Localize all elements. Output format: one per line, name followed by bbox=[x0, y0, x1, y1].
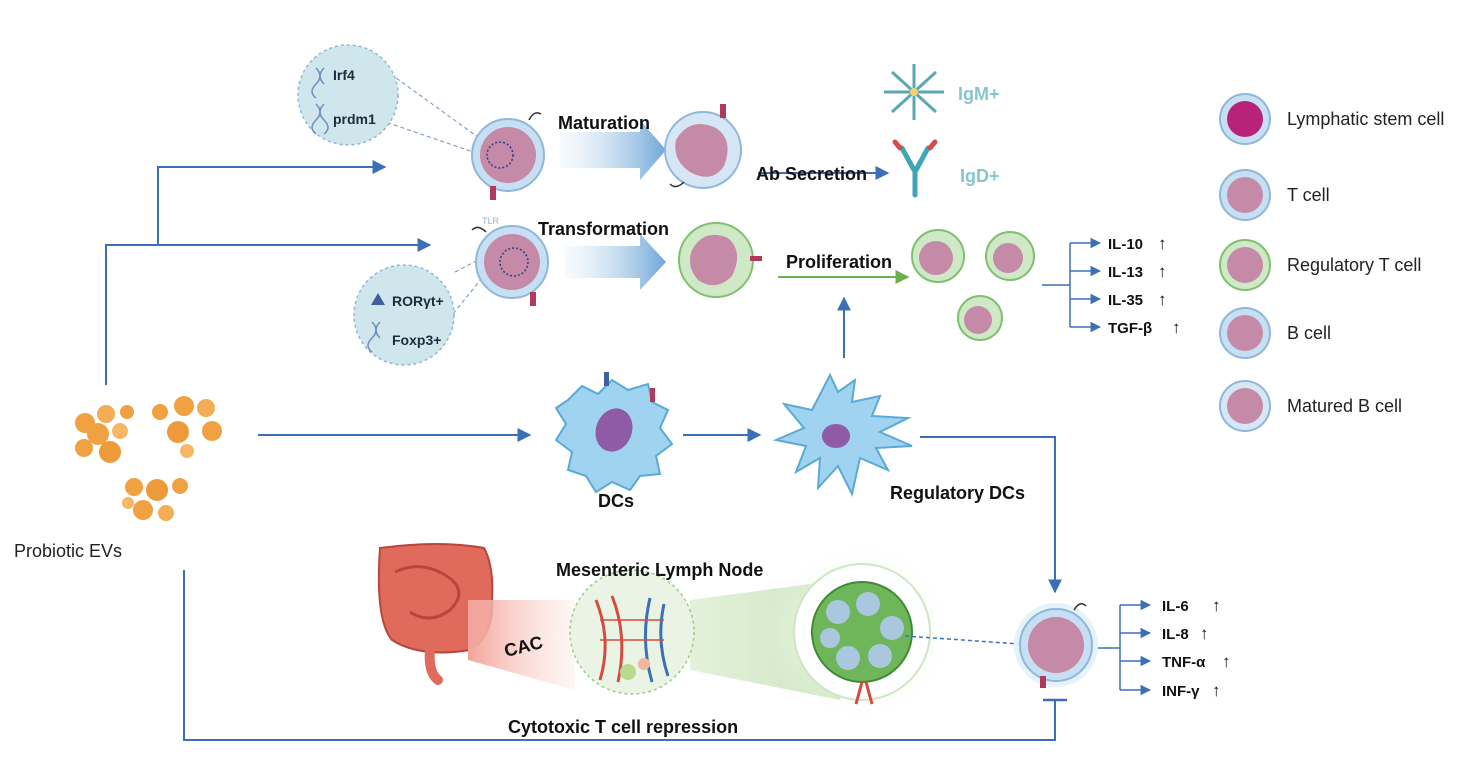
legend-label: T cell bbox=[1287, 185, 1330, 205]
gene-prdm1: prdm1 bbox=[333, 111, 376, 127]
maturation-arrow bbox=[560, 120, 666, 180]
trend-arrow: ↑ bbox=[1212, 681, 1221, 700]
regulatory-t-cell bbox=[678, 222, 762, 298]
gene-irf4: Irf4 bbox=[333, 67, 355, 83]
trend-arrow: ↑ bbox=[1158, 234, 1167, 253]
dna-icon bbox=[311, 103, 329, 135]
legend-label: Matured B cell bbox=[1287, 396, 1402, 416]
b-cell bbox=[471, 112, 545, 200]
ab-secretion-label: Ab Secretion bbox=[756, 164, 867, 184]
cytokine-list-top: IL-10 ↑ IL-13 ↑ IL-35 ↑ TGF-β ↑ bbox=[1108, 234, 1181, 337]
legend-item: T cell bbox=[1219, 169, 1330, 221]
maturation-label: Maturation bbox=[558, 113, 650, 133]
legend-item: Regulatory T cell bbox=[1219, 239, 1421, 291]
cac-band bbox=[468, 600, 575, 690]
cytokine-tnfa: TNF-α bbox=[1162, 654, 1206, 671]
arrow-regdc-to-tcell bbox=[920, 436, 1062, 594]
legend-label: Regulatory T cell bbox=[1287, 255, 1421, 275]
cytokine-infg: INF-γ bbox=[1162, 683, 1200, 700]
cytotoxic-t-cell bbox=[1014, 603, 1098, 688]
regulatory-dendritic-cell bbox=[772, 372, 913, 497]
t-cell bbox=[471, 225, 549, 306]
cytotoxic-repression-label: Cytotoxic T cell repression bbox=[508, 717, 738, 737]
transformation-label: Transformation bbox=[538, 219, 669, 239]
trend-arrow: ↑ bbox=[1200, 624, 1209, 643]
cytokine-il35: IL-35 bbox=[1108, 292, 1143, 309]
tlr-label: TLR bbox=[482, 216, 500, 226]
cytokine-bracket-bottom bbox=[1098, 599, 1152, 696]
cytokine-il6: IL-6 bbox=[1162, 598, 1189, 615]
igm-label: IgM+ bbox=[958, 84, 1000, 104]
trend-arrow: ↑ bbox=[1212, 596, 1221, 615]
trend-arrow: ↑ bbox=[1222, 652, 1231, 671]
cytokine-bracket-top bbox=[1042, 237, 1102, 333]
igm-antibody-icon bbox=[884, 64, 944, 120]
legend-label: B cell bbox=[1287, 323, 1331, 343]
dna-icon bbox=[311, 67, 325, 99]
dendritic-cell bbox=[554, 372, 674, 494]
triangle-icon bbox=[371, 293, 385, 305]
cytokine-list-bottom: IL-6 ↑ IL-8 ↑ TNF-α ↑ INF-γ ↑ bbox=[1162, 596, 1231, 700]
treg-cluster bbox=[911, 229, 1035, 341]
regulatory-dcs-label: Regulatory DCs bbox=[890, 483, 1025, 503]
cytokine-il10: IL-10 bbox=[1108, 236, 1143, 253]
trend-arrow: ↑ bbox=[1158, 290, 1167, 309]
connector-lines bbox=[105, 160, 1067, 741]
matured-b-cell bbox=[664, 104, 742, 189]
cytokine-il13: IL-13 bbox=[1108, 264, 1143, 281]
lymph-node-detail bbox=[793, 563, 931, 705]
factor-circle: RORγt+ Foxp3+ bbox=[353, 257, 483, 366]
probiotic-evs-label: Probiotic EVs bbox=[14, 541, 122, 561]
factor-foxp3: Foxp3+ bbox=[392, 332, 441, 348]
repression-line bbox=[183, 570, 1056, 741]
legend-item: B cell bbox=[1219, 307, 1331, 359]
trend-arrow: ↑ bbox=[1158, 262, 1167, 281]
probiotic-ev-cluster bbox=[75, 396, 222, 521]
dcs-label: DCs bbox=[598, 491, 634, 511]
cytokine-tgfb: TGF-β bbox=[1108, 320, 1152, 337]
legend-label: Lymphatic stem cell bbox=[1287, 109, 1444, 129]
trend-arrow: ↑ bbox=[1172, 318, 1181, 337]
legend-item: Matured B cell bbox=[1219, 380, 1402, 432]
lymph-node-vessels bbox=[594, 595, 670, 683]
intestine-icon bbox=[377, 543, 494, 685]
transformation-arrow bbox=[565, 234, 666, 290]
igd-label: IgD+ bbox=[960, 166, 1000, 186]
igd-antibody-icon bbox=[892, 139, 938, 198]
cytokine-il8: IL-8 bbox=[1162, 626, 1189, 643]
legend-item: Lymphatic stem cell bbox=[1219, 93, 1444, 145]
mesenteric-lymph-node-label: Mesenteric Lymph Node bbox=[556, 560, 763, 580]
node-to-tcell-line bbox=[904, 635, 1021, 645]
arrow-to-transformation bbox=[105, 238, 432, 385]
gene-circle: Irf4 prdm1 bbox=[297, 44, 483, 156]
dna-icon bbox=[367, 321, 381, 353]
arrow-to-maturation bbox=[157, 160, 387, 245]
proliferation-label: Proliferation bbox=[786, 252, 892, 272]
factor-rorgt: RORγt+ bbox=[392, 293, 444, 309]
